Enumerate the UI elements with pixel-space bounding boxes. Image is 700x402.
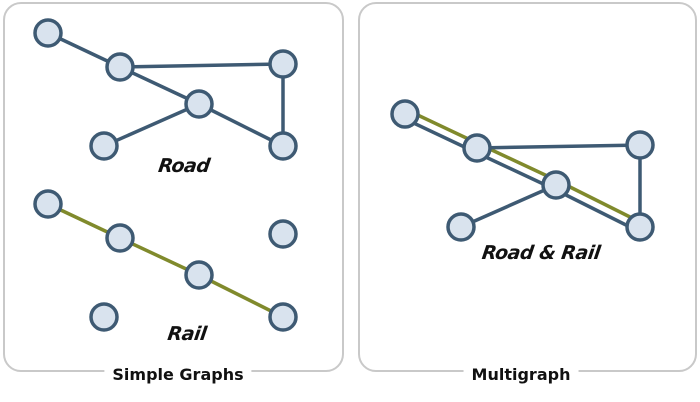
rail-node bbox=[268, 219, 298, 249]
multigraph-node bbox=[625, 130, 655, 160]
multigraph-node bbox=[541, 170, 571, 200]
road-edge bbox=[197, 102, 285, 148]
multigraph-node bbox=[462, 133, 492, 163]
road-node bbox=[33, 18, 63, 48]
multigraph-rail-edge bbox=[477, 142, 560, 183]
rail-node bbox=[105, 223, 135, 253]
road-label: Road bbox=[156, 155, 212, 177]
multigraph bbox=[390, 99, 655, 242]
simple-graphs-caption: Simple Graphs bbox=[104, 362, 252, 388]
road-node bbox=[268, 49, 298, 79]
rail-node bbox=[33, 189, 63, 219]
rail-label: Rail bbox=[166, 323, 208, 345]
multigraph-road-edge bbox=[459, 183, 558, 229]
multigraph-road-edge bbox=[475, 143, 642, 150]
rail-edge bbox=[197, 273, 285, 319]
road-edge bbox=[102, 102, 201, 148]
road-and-rail-label: Road & Rail bbox=[480, 242, 602, 264]
multigraph-node bbox=[625, 212, 655, 242]
multigraph-node bbox=[390, 99, 420, 129]
road-node bbox=[105, 52, 135, 82]
rail-node bbox=[184, 260, 214, 290]
road-graph bbox=[33, 18, 298, 161]
road-node bbox=[184, 89, 214, 119]
road-edge bbox=[118, 62, 285, 69]
rail-node bbox=[89, 302, 119, 332]
road-node bbox=[89, 131, 119, 161]
multigraph-caption: Multigraph bbox=[463, 362, 579, 388]
multigraph-road-edge bbox=[473, 150, 556, 191]
rail-node bbox=[268, 302, 298, 332]
multigraph-road-edge bbox=[552, 187, 640, 233]
multigraph-rail-edge bbox=[556, 179, 644, 225]
multigraph-node bbox=[446, 212, 476, 242]
road-node bbox=[268, 131, 298, 161]
rail-graph bbox=[33, 189, 298, 332]
